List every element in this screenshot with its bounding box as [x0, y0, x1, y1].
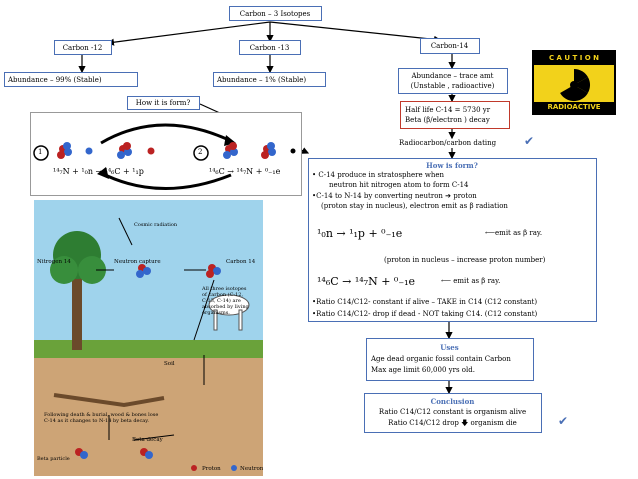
proton-legend: Proton	[202, 466, 221, 472]
radioactive-text: RADIOACTIVE	[547, 103, 601, 111]
uses-l1: Age dead organic fossil contain Carbon	[371, 355, 511, 363]
title-box: Carbon – 3 Isotopes	[229, 6, 322, 21]
absorbed-l3: C-13, C-14) are	[202, 298, 241, 304]
formation-eq1-note: ⟵emit as β ray.	[485, 229, 543, 237]
absorbed-l5: organisms.	[202, 310, 230, 316]
how-formed-question: How it is form?	[135, 99, 191, 107]
formation-l6: •Ratio C14/C12- drop if dead - NOT takin…	[312, 310, 538, 318]
beta-particle-label: Beta particle	[37, 456, 70, 462]
soil-label: Soil	[164, 361, 175, 367]
carbon12-abundance: Abundance – 99% (Stable)	[8, 76, 102, 84]
carbon14-abundance-l1: Abundance – trace amt	[411, 72, 494, 80]
conclusion-l1: Ratio C14/C12 constant is organism alive	[378, 408, 527, 416]
how-formed-box: How it is form?	[127, 96, 200, 110]
cycle-art	[50, 217, 250, 471]
death-l1: Following death & burial, wood & bones l…	[44, 412, 159, 418]
carbon-cycle-illustration: Cosmic radiation Nitrogen 14 Neutron cap…	[34, 200, 263, 476]
radioactive-banner: RADIOACTIVE	[534, 102, 614, 113]
reaction-diagram	[33, 123, 296, 190]
halflife-box: Half life C-14 = 5730 yr Beta (β/electro…	[400, 101, 510, 129]
formation-l4: (proton stay in nucleus), electron emit …	[321, 202, 508, 210]
neutron-legend: Neutron	[240, 466, 263, 472]
step-2-label: 2	[198, 148, 203, 156]
conclusion-title: Conclusion	[430, 397, 475, 406]
carbon12-label: Carbon -12	[62, 44, 103, 52]
carbon14-label: Carbon-14	[430, 42, 469, 50]
uses-title: Uses	[440, 343, 459, 352]
grass-layer	[34, 340, 263, 358]
uses-box: Uses Age dead organic fossil contain Car…	[366, 338, 534, 381]
page-title: Carbon – 3 Isotopes	[239, 10, 311, 18]
nitrogen-atom	[57, 142, 72, 159]
formation-l1: • C-14 produce in stratosphere when	[312, 171, 445, 179]
caution-sign: C A U T I O N RADIOACTIVE	[532, 50, 616, 115]
conclusion-l2: Ratio C14/C12 drop 🡇 organism die	[388, 419, 517, 427]
carbon14-abundance-box: Abundance – trace amt (Unstable , radioa…	[398, 68, 508, 94]
halflife-l2: Beta (β/electron ) decay	[405, 116, 490, 124]
checkmark-icon: ✔	[524, 134, 535, 148]
formation-box: How is form? • C-14 produce in stratosph…	[308, 158, 597, 322]
formation-title: How is form?	[426, 161, 478, 170]
radiocarbon-label: Radiocarbon/carbon dating	[399, 139, 497, 147]
formation-l3: •C-14 to N-14 by converting neutron ➔ pr…	[312, 192, 477, 200]
reaction-eq2: ¹⁴₆C → ¹⁴₇N + ⁰₋₁e	[209, 167, 281, 176]
carbon12-box: Carbon -12	[54, 40, 112, 55]
conclusion-box: Conclusion Ratio C14/C12 constant is org…	[364, 393, 542, 433]
reaction-panel: 1 2 ¹⁴₇N + ¹₀n → ¹⁴₆C + ¹₁p ¹⁴₆C → ¹⁴₇N …	[30, 112, 302, 196]
reaction-eq1: ¹⁴₇N + ¹₀n → ¹⁴₆C + ¹₁p	[53, 167, 144, 176]
carbon14-box: Carbon-14	[420, 38, 480, 54]
nitrogen-label: Nitrogen 14	[37, 259, 71, 265]
absorbed-l1: All three isotopes	[202, 286, 247, 292]
beta-decay-label: Beta decay	[132, 437, 163, 443]
formation-l5: •Ratio C14/C12- constant if alive – TAKE…	[312, 298, 538, 306]
formation-eq2-note: ⟵ emit as β ray.	[441, 277, 501, 285]
absorbed-l2: of carbon (C-12,	[202, 292, 244, 298]
formation-l2: neutron hit nitrogen atom to form C-14	[329, 181, 469, 189]
formation-eq1: ¹₀n → ¹₁p + ⁰₋₁e	[317, 227, 403, 240]
carbon13-box: Carbon -13	[239, 40, 301, 55]
carbon13-abundance-box: Abundance – 1% (Stable)	[213, 72, 326, 87]
carbon13-abundance: Abundance – 1% (Stable)	[217, 76, 307, 84]
caution-banner: C A U T I O N	[534, 52, 614, 65]
caution-text: C A U T I O N	[548, 54, 600, 62]
formation-eq2: ¹⁴₆C → ¹⁴₇N + ⁰₋₁e	[317, 275, 416, 288]
carbon13-label: Carbon -13	[249, 44, 290, 52]
carbon12-abundance-box: Abundance – 99% (Stable)	[4, 72, 138, 87]
carbon14-cycle-label: Carbon 14	[226, 259, 256, 265]
halflife-l1: Half life C-14 = 5730 yr	[405, 106, 491, 114]
uses-l2: Max age limit 60,000 yrs old.	[371, 366, 475, 374]
carbon14-abundance-l2: (Unstable , radioactive)	[410, 82, 495, 90]
step-1-label: 1	[38, 148, 43, 156]
cosmic-label: Cosmic radiation	[134, 222, 178, 228]
neutron-capture-label: Neutron capture	[114, 259, 161, 265]
radiation-icon	[560, 68, 591, 102]
absorbed-l4: absorbed by living	[202, 304, 249, 310]
conclusion-checkmark-icon: ✔	[558, 414, 569, 428]
death-l2: C-14 as it changes to N-14 by beta decay…	[44, 418, 150, 424]
formation-note2: (proton in nucleus – increase proton num…	[384, 256, 546, 264]
